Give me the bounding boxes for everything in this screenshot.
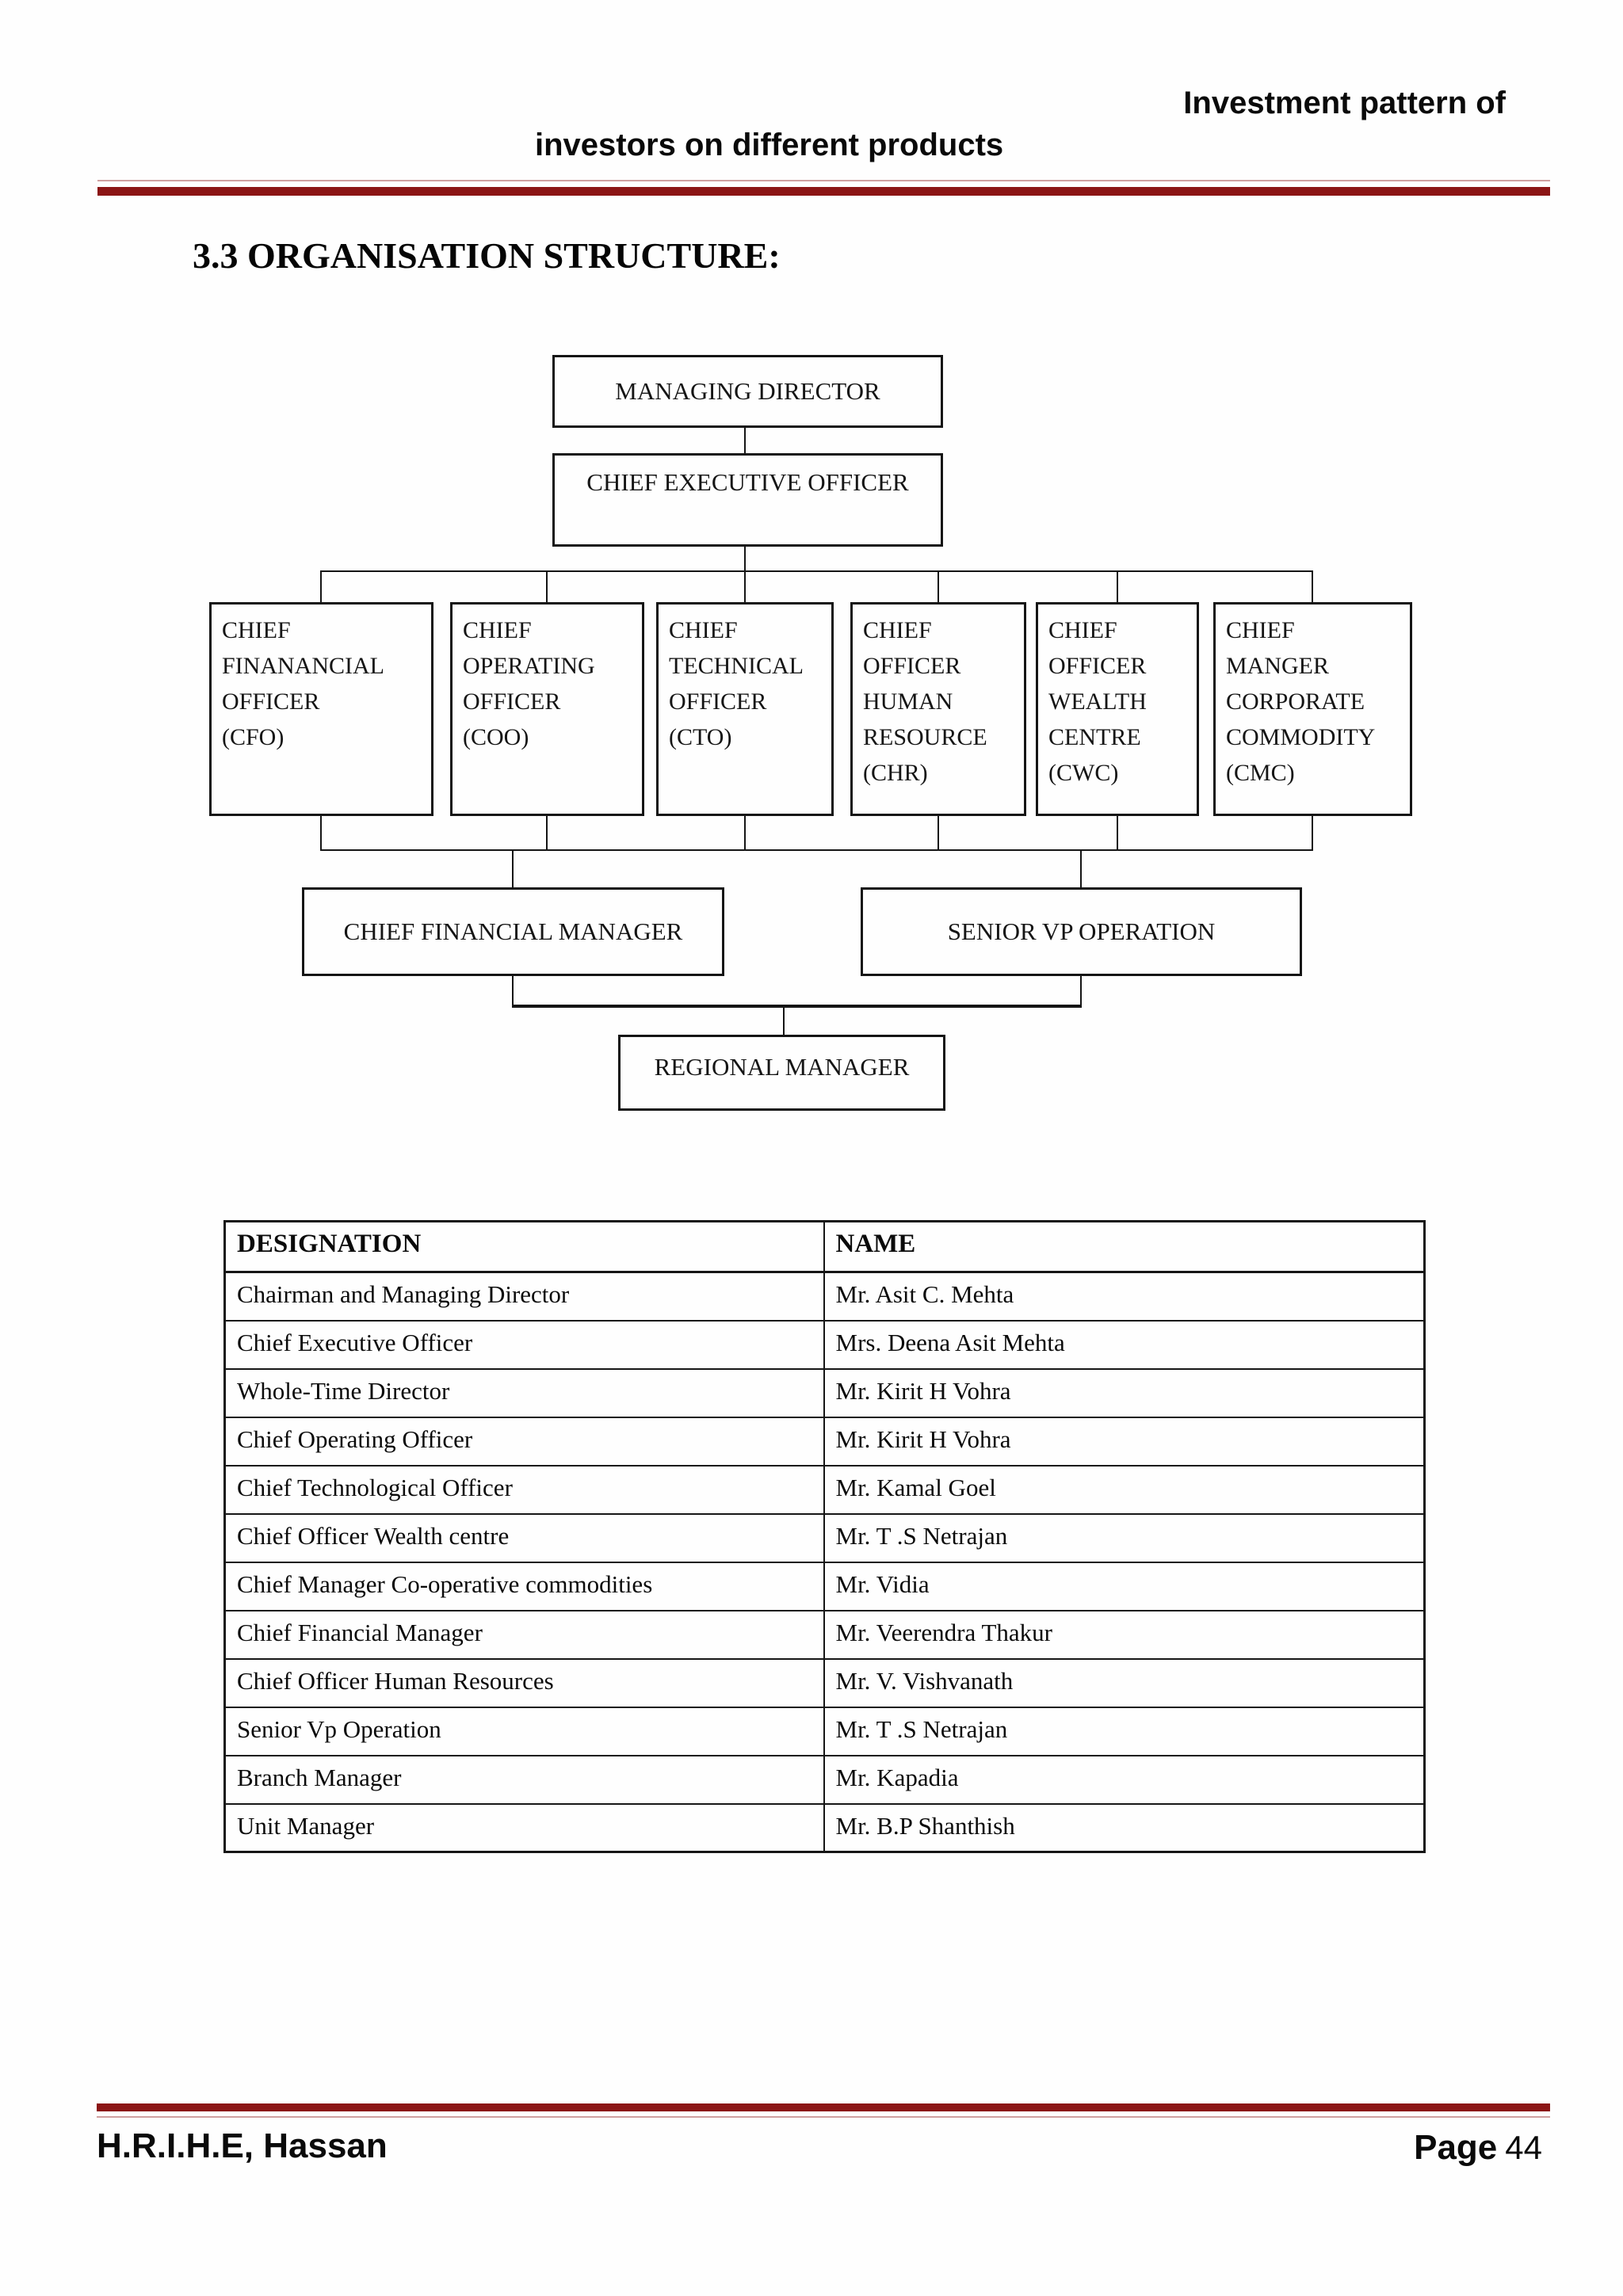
name-cell: Mr. B.P Shanthish	[823, 1802, 1426, 1853]
name-cell: Mr. Kirit H Vohra	[823, 1367, 1426, 1418]
designation-cell: Branch Manager	[223, 1754, 825, 1805]
designation-cell: Chief Officer Human Resources	[223, 1657, 825, 1708]
designation-cell: Unit Manager	[223, 1802, 825, 1853]
name-cell: Mr. Kirit H Vohra	[823, 1416, 1426, 1466]
orgchart-box-chr: CHIEF OFFICER HUMAN RESOURCE (CHR)	[850, 602, 1026, 816]
connector-riser-coo	[546, 816, 548, 849]
connector-svp-down	[1080, 976, 1082, 1005]
designation-cell: Chief Operating Officer	[223, 1416, 825, 1466]
name-cell: Mr. V. Vishvanath	[823, 1657, 1426, 1708]
designation-cell: Senior Vp Operation	[223, 1706, 825, 1756]
connector-md-to-ceo	[744, 428, 746, 453]
table-header-row: DESIGNATION NAME	[223, 1220, 1426, 1273]
designation-cell: Whole-Time Director	[223, 1367, 825, 1418]
designation-name-table: DESIGNATION NAME Chairman and Managing D…	[223, 1220, 1426, 1853]
orgchart-box-regional-manager: REGIONAL MANAGER	[618, 1035, 945, 1111]
footer-institution: H.R.I.H.E, Hassan	[97, 2126, 388, 2165]
orgchart-box-cto: CHIEF TECHNICAL OFFICER (CTO)	[656, 602, 834, 816]
name-cell: Mrs. Deena Asit Mehta	[823, 1319, 1426, 1370]
footer-page-number: 44	[1505, 2129, 1542, 2166]
connector-drop-cfo	[320, 570, 322, 602]
name-header: NAME	[823, 1220, 1426, 1273]
connector-riser-cto	[744, 816, 746, 849]
connector-drop-cwc	[1117, 570, 1118, 602]
header-title-line2: investors on different products	[535, 128, 1004, 162]
connector-drop-chr	[938, 570, 939, 602]
connector-bus-bottom	[512, 1005, 1082, 1008]
name-cell: Mr. Veerendra Thakur	[823, 1609, 1426, 1660]
header-rule-thin	[97, 180, 1550, 181]
connector-riser-cfo	[320, 816, 322, 849]
designation-cell: Chairman and Managing Director	[223, 1271, 825, 1322]
connector-bus-middle	[320, 849, 1313, 851]
name-cell: Mr. Kapadia	[823, 1754, 1426, 1805]
orgchart-box-coo: CHIEF OPERATING OFFICER (COO)	[450, 602, 644, 816]
orgchart-box-senior-vp-operation: SENIOR VP OPERATION	[861, 887, 1302, 976]
connector-riser-chr	[938, 816, 939, 849]
connector-drop-cmc	[1312, 570, 1313, 602]
connector-riser-cwc	[1117, 816, 1118, 849]
header-rule-thick	[97, 187, 1550, 196]
designation-header: DESIGNATION	[223, 1220, 825, 1273]
orgchart-box-cwc: CHIEF OFFICER WEALTH CENTRE (CWC)	[1036, 602, 1199, 816]
name-cell: Mr. Kamal Goel	[823, 1464, 1426, 1515]
connector-riser-cmc	[1312, 816, 1313, 849]
designation-cell: Chief Manager Co-operative commodities	[223, 1561, 825, 1611]
footer-rule-thin	[97, 2116, 1550, 2118]
name-cell: Mr. Vidia	[823, 1561, 1426, 1611]
section-heading: 3.3 ORGANISATION STRUCTURE:	[193, 235, 781, 276]
connector-bus-top	[320, 570, 1313, 572]
orgchart-box-cmc: CHIEF MANGER CORPORATE COMMODITY (CMC)	[1213, 602, 1412, 816]
connector-drop-coo	[546, 570, 548, 602]
header-title-line1: Investment pattern of	[1183, 86, 1506, 120]
name-cell: Mr. T .S Netrajan	[823, 1512, 1426, 1563]
orgchart-box-chief-financial-manager: CHIEF FINANCIAL MANAGER	[302, 887, 724, 976]
name-cell: Mr. T .S Netrajan	[823, 1706, 1426, 1756]
connector-cfm-down	[512, 976, 514, 1005]
orgchart-box-managing-director: MANAGING DIRECTOR	[552, 355, 943, 428]
designation-cell: Chief Executive Officer	[223, 1319, 825, 1370]
designation-cell: Chief Technological Officer	[223, 1464, 825, 1515]
name-cell: Mr. Asit C. Mehta	[823, 1271, 1426, 1322]
footer-page-label: Page	[1414, 2128, 1498, 2167]
connector-drop-cto	[744, 570, 746, 602]
orgchart-box-cfo: CHIEF FINANANCIAL OFFICER (CFO)	[209, 602, 433, 816]
orgchart-box-chief-executive-officer: CHIEF EXECUTIVE OFFICER	[552, 453, 943, 547]
footer-rule-thick	[97, 2103, 1550, 2111]
connector-bus-to-regional-manager	[783, 1008, 785, 1035]
designation-cell: Chief Officer Wealth centre	[223, 1512, 825, 1563]
connector-bus-to-svp	[1080, 849, 1082, 887]
connector-ceo-to-bus	[744, 547, 746, 570]
connector-bus-to-cfm	[512, 849, 514, 887]
designation-cell: Chief Financial Manager	[223, 1609, 825, 1660]
